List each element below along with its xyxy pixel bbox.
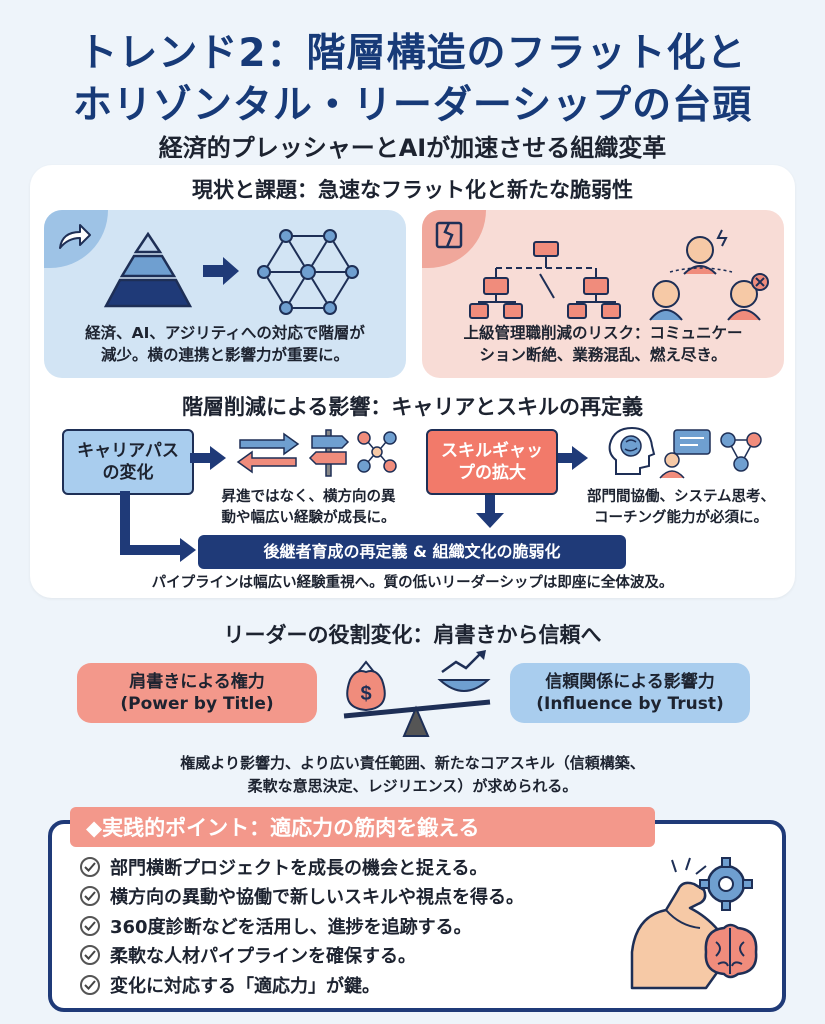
balance-scale-icon: $	[343, 650, 491, 737]
risk-description: 上級管理職削減のリスク：コミュニケー ション断絶、業務混乱、燃え尽き。	[463, 324, 743, 365]
broken-org-chart-icon	[469, 241, 621, 319]
flattening-card: 経済、AI、アジリティへの対応で階層が 減少。横の連携と影響力が重要に。	[44, 210, 406, 378]
curved-arrow-icon	[59, 224, 91, 249]
muscle-arm-icon	[630, 857, 758, 990]
career-description: 昇進ではなく、横方向の異 動や幅広い経験が成長に。	[221, 489, 396, 527]
subtitle: 経済的プレッシャーとAIが加速させる組織変革	[158, 134, 667, 162]
skill-gap-box: スキルギャップの拡大	[426, 429, 558, 495]
succession-box: 後継者育成の再定義 & 組織文化の脆弱化	[198, 535, 626, 569]
succession-description: パイプラインは幅広い経験重視へ。質の低いリーダーシップは即座に全体波及。	[151, 575, 674, 591]
skill-description: 部門間協働、システム思考、 コーチング能力が必須に。	[586, 489, 776, 527]
practice-item: 部門横断プロジェクトを成長の機会と捉える。	[80, 852, 524, 882]
collaboration-icon	[357, 431, 397, 473]
stressed-team-icon	[649, 229, 769, 321]
check-circle-icon	[80, 915, 100, 936]
flattening-description: 経済、AI、アジリティへの対応で階層が 減少。横の連携と影響力が重要に。	[85, 324, 365, 365]
right-arrow-icon	[203, 257, 239, 285]
brain-head-icon	[608, 426, 656, 475]
practice-item: 360度診断などを活用し、進捗を追跡する。	[80, 911, 524, 941]
title-line-2: ホリゾンタル・リーダーシップの台頭	[72, 83, 753, 128]
practice-item: 変化に対応する「適応力」が鍵。	[80, 970, 524, 1000]
broken-frame-icon	[435, 221, 463, 249]
check-circle-icon	[80, 856, 100, 877]
section3-heading: リーダーの役割変化：肩書きから信頼へ	[223, 623, 602, 647]
practice-item: 柔軟な人材パイプラインを確保する。	[80, 941, 524, 971]
influence-by-trust-pill: 信頼関係による影響力 (Influence by Trust)	[510, 663, 750, 723]
power-by-title-pill: 肩書きによる権力 (Power by Title)	[77, 663, 317, 723]
team-network-icon	[720, 432, 762, 472]
check-circle-icon	[80, 886, 100, 907]
signpost-icon	[308, 429, 350, 477]
practice-list: 部門横断プロジェクトを成長の機会と捉える。 横方向の異動や協働で新しいスキルや視…	[80, 852, 524, 1000]
network-icon	[257, 229, 359, 315]
coaching-chat-icon	[659, 429, 711, 479]
title-line-1: トレンド2：階層構造のフラット化と	[78, 31, 747, 76]
pyramid-icon	[103, 231, 193, 308]
leader-role-description: 権威より影響力、より広い責任範囲、新たなコアスキル（信頼構築、 柔軟な意思決定、…	[180, 754, 645, 795]
section1-heading: 現状と課題：急速なフラット化と新たな脆弱性	[192, 178, 633, 202]
check-circle-icon	[80, 945, 100, 966]
check-circle-icon	[80, 974, 100, 995]
lateral-move-icon	[236, 432, 300, 474]
risk-card: 上級管理職削減のリスク：コミュニケー ション断絶、業務混乱、燃え尽き。	[422, 210, 784, 378]
practice-item: 横方向の異動や協働で新しいスキルや視点を得る。	[80, 882, 524, 912]
practice-tag: ◆実践的ポイント：適応力の筋肉を鍛える	[70, 807, 655, 847]
career-path-box: キャリアパスの変化	[62, 429, 194, 495]
section2-heading: 階層削減による影響：キャリアとスキルの再定義	[182, 395, 643, 419]
money-bag-symbol: $	[360, 683, 371, 705]
